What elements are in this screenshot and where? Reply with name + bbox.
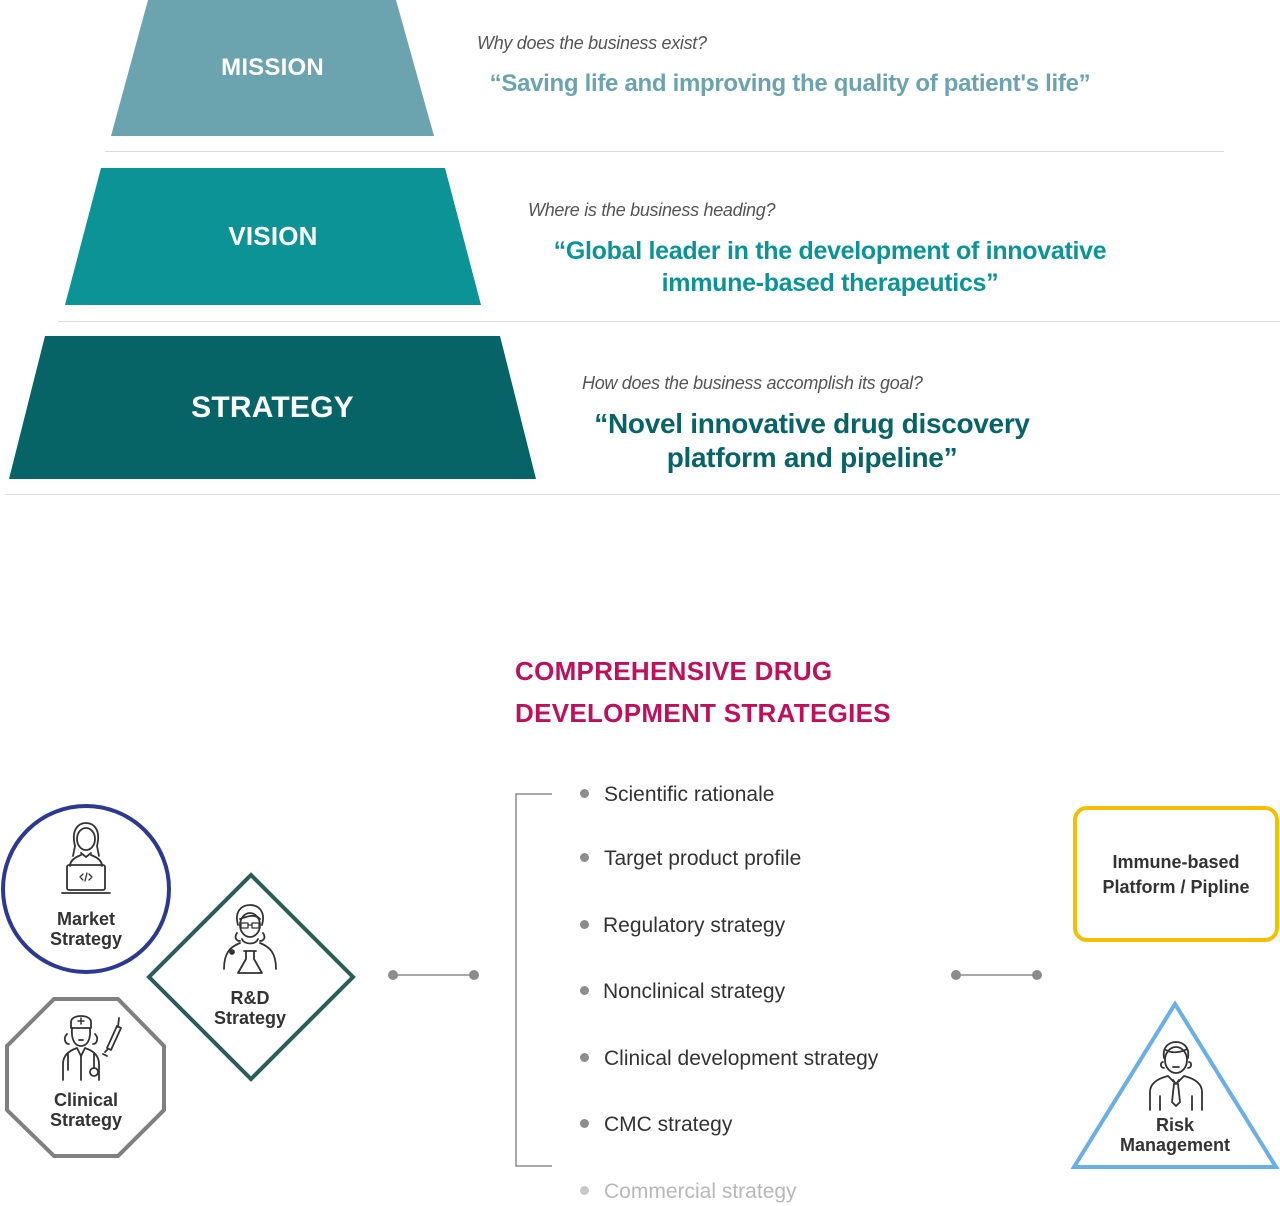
list-item: CMC strategy	[580, 1113, 732, 1137]
clinical-strategy-label: Clinical Strategy	[26, 1090, 146, 1130]
developer-person-icon	[61, 822, 111, 894]
vision-quote: “Global leader in the development of inn…	[510, 235, 1150, 299]
bullet-dot	[580, 852, 589, 862]
strategy-quote-line: platform and pipeline”	[666, 442, 958, 473]
list-item: Target product profile	[580, 847, 801, 871]
section-title: COMPREHENSIVE DRUG DEVELOPMENT STRATEGIE…	[515, 650, 891, 734]
list-item: Clinical development strategy	[580, 1047, 878, 1071]
vision-level: VISION	[65, 168, 481, 305]
vision-shape	[65, 168, 481, 305]
bullet-dot	[580, 1185, 589, 1195]
mission-quote: “Saving life and improving the quality o…	[470, 68, 1110, 100]
vision-label: VISION	[228, 221, 318, 251]
label-line: Risk	[1155, 1115, 1195, 1135]
strategy-question: How does the business accomplish its goa…	[582, 373, 923, 393]
label-line: Strategy	[213, 1008, 287, 1028]
vision-quote-line: immune-based therapeutics”	[661, 269, 999, 297]
mission-question: Why does the business exist?	[477, 33, 707, 53]
list-bracket	[515, 793, 552, 1167]
bullet-dot	[580, 788, 589, 798]
businessman-icon	[1149, 1041, 1203, 1111]
bullet-dot	[580, 1118, 589, 1128]
list-item-label: Scientific rationale	[604, 783, 775, 806]
risk-management-label: Risk Management	[1105, 1115, 1245, 1155]
strategy-shape	[9, 336, 536, 479]
list-item: Scientific rationale	[580, 783, 774, 807]
label-line: Strategy	[49, 1110, 123, 1130]
list-item-label: CMC strategy	[604, 1113, 733, 1136]
list-item-label: Commercial strategy	[604, 1180, 797, 1203]
label-line: Platform / Pipline	[1102, 877, 1250, 897]
scientist-flask-icon	[223, 904, 277, 974]
bullet-dot	[580, 919, 589, 929]
label-line: Clinical	[53, 1090, 119, 1110]
market-strategy-circle	[1, 804, 171, 974]
list-item: Commercial strategy	[580, 1180, 797, 1204]
section-title-line: COMPREHENSIVE DRUG	[515, 656, 833, 686]
risk-management-triangle	[1070, 1000, 1280, 1169]
list-item-label: Regulatory strategy	[603, 914, 786, 937]
strategy-quote: “Novel innovative drug discovery platfor…	[552, 407, 1072, 475]
mission-shape	[111, 0, 434, 136]
list-item-label: Nonclinical strategy	[603, 980, 786, 1003]
divider	[105, 151, 1224, 152]
list-item-label: Target product profile	[604, 847, 802, 870]
vision-quote-line: “Global leader in the development of inn…	[553, 237, 1107, 265]
section-title-line: DEVELOPMENT STRATEGIES	[515, 698, 891, 728]
right-connector	[951, 970, 1042, 980]
bullet-dot	[580, 985, 589, 995]
label-line: Management	[1119, 1135, 1231, 1155]
platform-pipeline-label: Immune-based Platform / Pipline	[1076, 850, 1276, 900]
list-item: Nonclinical strategy	[580, 980, 785, 1004]
mission-quote-line: “Saving life and improving the quality o…	[489, 70, 1091, 97]
bullet-dot	[580, 1052, 589, 1062]
rd-strategy-diamond	[146, 872, 356, 1082]
mission-label: MISSION	[221, 54, 324, 81]
strategy-quote-line: “Novel innovative drug discovery	[594, 408, 1030, 439]
vision-question: Where is the business heading?	[528, 200, 776, 220]
label-line: R&D	[230, 988, 270, 1008]
market-strategy-label: Market Strategy	[26, 909, 146, 949]
label-line: Market	[56, 909, 116, 929]
list-item: Regulatory strategy	[580, 914, 785, 938]
left-connector	[388, 970, 479, 980]
mission-level: MISSION	[111, 0, 434, 136]
strategy-label: STRATEGY	[191, 390, 354, 424]
rd-strategy-label: R&D Strategy	[190, 988, 310, 1028]
nurse-syringe-icon	[62, 1015, 122, 1081]
divider	[5, 494, 1280, 495]
list-item-label: Clinical development strategy	[604, 1047, 879, 1070]
clinical-strategy-octagon	[5, 997, 166, 1158]
strategy-level: STRATEGY	[9, 336, 536, 479]
label-line: Strategy	[49, 929, 123, 949]
label-line: Immune-based	[1112, 852, 1240, 872]
platform-pipeline-box	[1073, 806, 1279, 942]
divider	[58, 321, 1280, 322]
